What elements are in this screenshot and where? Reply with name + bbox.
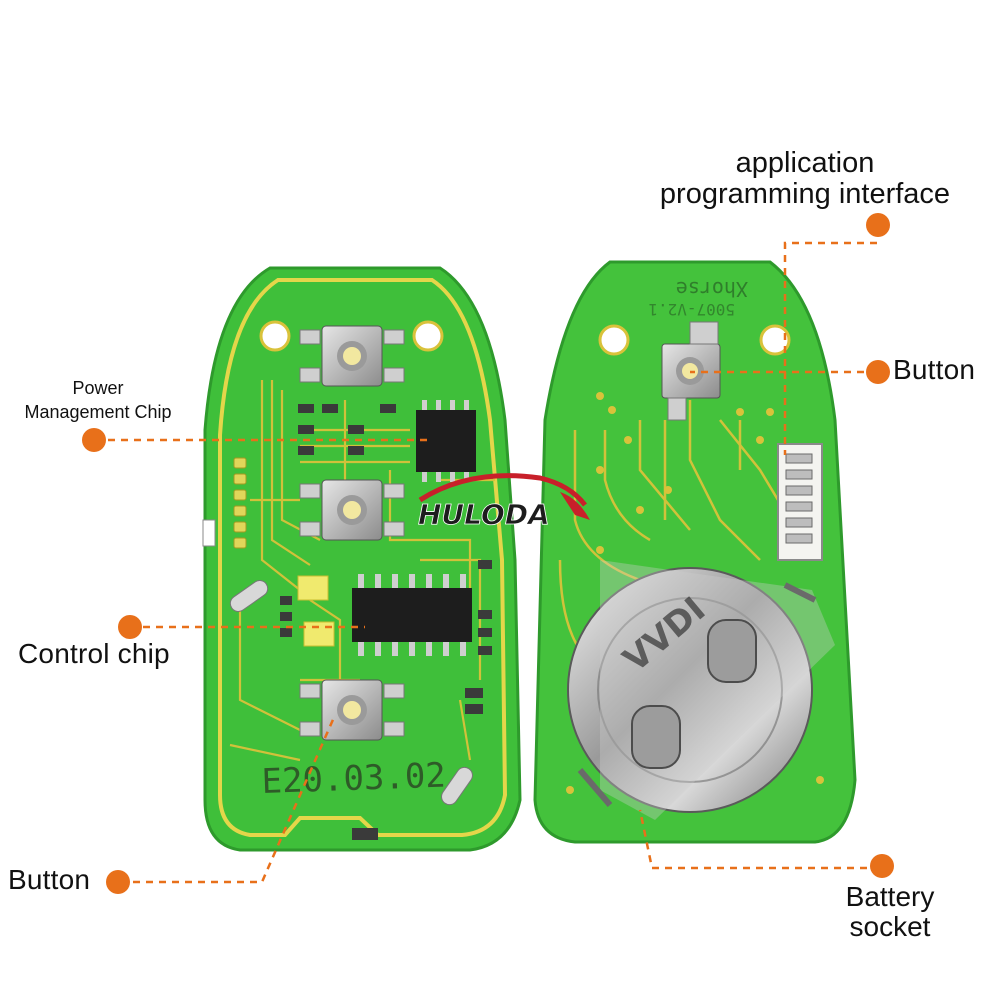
huloda-watermark: HULODA	[418, 473, 590, 531]
callout-dot-button-right	[866, 360, 890, 384]
battery-label-line1: Battery	[845, 881, 935, 912]
battery-label-line2: socket	[849, 911, 931, 942]
callout-line-button-left	[120, 714, 337, 884]
brand-marking: Xhorse	[676, 277, 748, 301]
control-chip	[352, 574, 472, 656]
watermark-text: HULODA	[418, 498, 550, 531]
left-pcb-board: E20.03.02	[202, 266, 522, 852]
left-button-top	[299, 325, 405, 387]
date-code-marking: E20.03.02	[261, 756, 447, 802]
battery-label: Battery socket	[828, 882, 952, 942]
button-right-label: Button	[893, 354, 976, 385]
right-pcb-board: Xhorse 5007-V2.1	[533, 260, 857, 844]
power-chip-label-line1: Power	[72, 378, 124, 398]
callout-line-battery	[638, 809, 880, 870]
battery-socket: VVDI	[567, 560, 835, 820]
api-label-line2: programming interface	[659, 178, 951, 210]
callout-dot-api	[866, 213, 890, 237]
left-button-bottom	[299, 679, 405, 741]
api-label-line1: application	[735, 147, 875, 179]
button-left-label: Button	[8, 864, 91, 895]
callout-dot-control	[118, 615, 142, 639]
callout-dot-battery	[870, 854, 894, 878]
callout-dot-power	[82, 428, 106, 452]
api-connector	[777, 443, 823, 561]
control-chip-label: Control chip	[18, 638, 170, 669]
callout-line-api	[783, 241, 877, 455]
api-label: application programming interface	[640, 148, 970, 210]
revision-marking: 5007-V2.1	[648, 300, 735, 319]
left-button-middle	[299, 479, 405, 541]
callout-dot-button-left	[106, 870, 130, 894]
power-chip-label-line2: Management Chip	[24, 402, 172, 422]
power-chip-label: Power Management Chip	[8, 376, 188, 424]
